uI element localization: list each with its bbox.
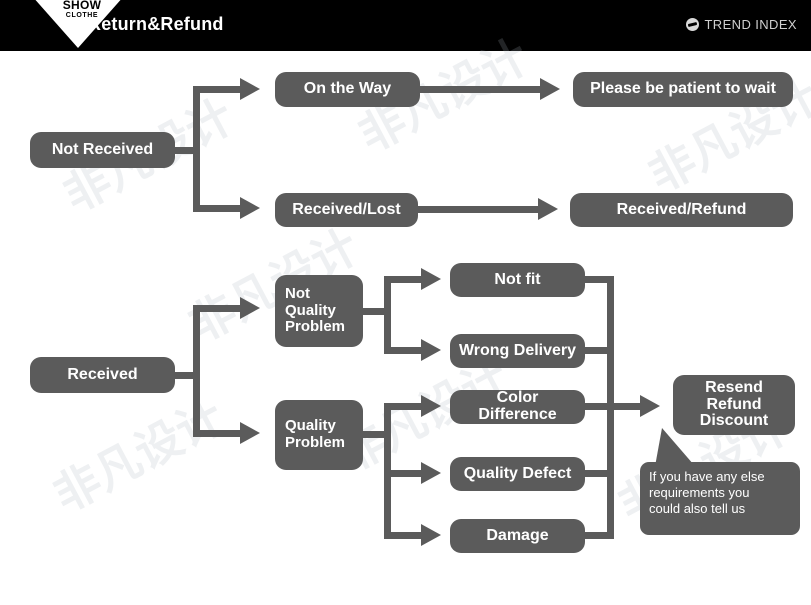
connector-damage-out — [583, 532, 614, 539]
connector-not-fit-out — [583, 276, 614, 283]
connector-wrong-delivery-arm — [384, 347, 426, 354]
connector-quality-defect-out — [583, 470, 614, 477]
node-quality-problem[interactable]: Quality Problem — [275, 400, 363, 470]
connector-not-quality-arm — [193, 305, 245, 312]
connector-on-the-way-arm — [193, 86, 245, 93]
arrow-to-wrong-delivery — [421, 339, 441, 361]
arrow-to-quality-defect — [421, 462, 441, 484]
arrow-to-please-wait — [540, 78, 560, 100]
connector-color-difference-arm — [384, 403, 426, 410]
page-header: SHOW CLOTHE Return&Refund TREND INDEX — [0, 0, 811, 51]
connector-received-lost-arm — [193, 205, 245, 212]
brand-logo: SHOW CLOTHE — [32, 0, 124, 48]
connector-damage-arm — [384, 532, 426, 539]
connector-not-received-stem — [172, 147, 200, 154]
arrow-to-quality-problem — [240, 422, 260, 444]
connector-not-quality-bus — [384, 276, 391, 354]
connector-wrong-delivery-out — [583, 347, 614, 354]
triangle-logo-icon — [32, 0, 124, 48]
logo-primary-text: SHOW — [62, 0, 102, 12]
arrow-to-not-quality-problem — [240, 297, 260, 319]
node-damage[interactable]: Damage — [450, 519, 585, 553]
arrow-to-outcome — [640, 395, 660, 417]
arrow-to-received-lost — [240, 197, 260, 219]
arrow-to-received-refund — [538, 198, 558, 220]
arrow-to-on-the-way — [240, 78, 260, 100]
node-received-refund[interactable]: Received/Refund — [570, 193, 793, 227]
node-wrong-delivery[interactable]: Wrong Delivery — [450, 334, 585, 368]
node-resend-refund-discount[interactable]: Resend Refund Discount — [673, 375, 795, 435]
arrow-to-not-fit — [421, 268, 441, 290]
connector-not-received-trunk — [193, 86, 200, 212]
arrow-to-color-difference — [421, 395, 441, 417]
node-not-quality-problem[interactable]: Not Quality Problem — [275, 275, 363, 347]
connector-received-trunk — [193, 305, 200, 437]
connector-received-stem — [172, 372, 200, 379]
connector-on-the-way-to-wait — [418, 86, 548, 93]
node-please-be-patient[interactable]: Please be patient to wait — [573, 72, 793, 107]
connector-color-difference-out — [583, 403, 614, 410]
brand-label: TREND INDEX — [704, 17, 797, 32]
node-on-the-way[interactable]: On the Way — [275, 72, 420, 107]
watermark: 非凡设计 — [44, 389, 232, 522]
node-received[interactable]: Received — [30, 357, 175, 393]
globe-icon — [686, 18, 700, 31]
node-received-lost[interactable]: Received/Lost — [275, 193, 418, 227]
connector-bus-to-outcome — [607, 403, 645, 410]
node-quality-defect[interactable]: Quality Defect — [450, 457, 585, 491]
node-not-fit[interactable]: Not fit — [450, 263, 585, 297]
connector-quality-bus — [384, 403, 391, 533]
connector-not-quality-stem — [361, 308, 391, 315]
connector-lost-to-refund — [416, 206, 546, 213]
callout-pointer-icon — [654, 428, 700, 472]
logo-secondary-text: CLOTHE — [65, 12, 99, 19]
node-not-received[interactable]: Not Received — [30, 132, 175, 168]
arrow-to-damage — [421, 524, 441, 546]
node-color-difference[interactable]: Color Difference — [450, 389, 585, 424]
connector-quality-arm — [193, 430, 245, 437]
connector-quality-defect-arm — [384, 470, 426, 477]
callout-note: If you have any else requirements you co… — [640, 462, 800, 535]
page-title: Return&Refund — [88, 14, 224, 34]
connector-not-fit-arm — [384, 276, 426, 283]
trend-index-brand: TREND INDEX — [686, 17, 797, 32]
connector-quality-stem — [361, 431, 391, 438]
